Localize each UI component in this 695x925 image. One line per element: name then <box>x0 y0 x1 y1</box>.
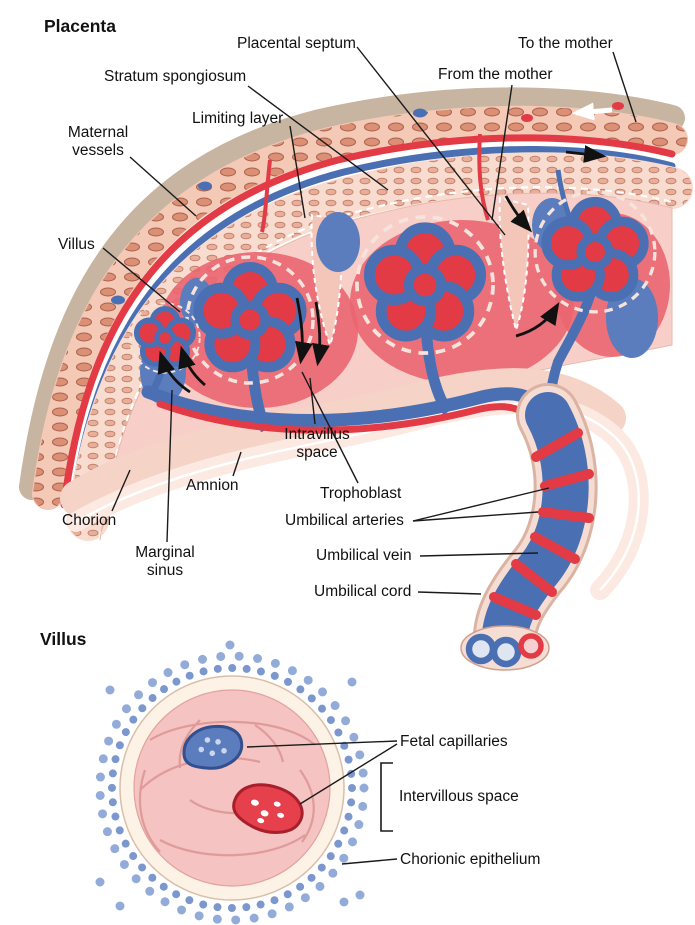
leader-umbilical-arteries-2 <box>412 487 550 522</box>
leader-fetal-capillaries-1 <box>246 740 398 748</box>
leader-from-the-mother <box>491 84 513 221</box>
label-trophoblast: Trophoblast <box>320 485 402 502</box>
leader-trophoblast <box>301 371 359 484</box>
limiting-layer-line <box>98 186 673 539</box>
fetal-capillary-artery <box>232 783 304 834</box>
leader-stratum-spongiosum <box>247 85 389 191</box>
label-intervillous-space: Intervillous space <box>399 788 519 805</box>
label-chorion: Chorion <box>62 512 117 529</box>
label-from-the-mother: From the mother <box>438 66 553 83</box>
label-fetal-capillaries: Fetal capillaries <box>400 733 508 750</box>
leader-lines <box>102 46 637 865</box>
villus-cross-section <box>95 640 369 925</box>
leader-villus <box>102 247 181 313</box>
villus-stroma <box>133 689 331 887</box>
label-villus: Villus <box>58 236 95 253</box>
chorionic-epithelium-dots-outer <box>95 651 369 925</box>
leader-maternal-vessels <box>129 156 197 217</box>
label-stratum-spongiosum: Stratum spongiosum <box>104 68 247 85</box>
leader-umbilical-vein <box>419 552 539 557</box>
label-umbilical-cord: Umbilical cord <box>314 583 412 600</box>
placenta-title: Placenta <box>44 16 116 36</box>
label-amnion: Amnion <box>186 477 239 494</box>
fetal-capillary-vein <box>182 724 244 770</box>
label-chorionic-epithelium: Chorionic epithelium <box>400 851 541 868</box>
label-maternal-vessels: Maternal vessels <box>67 124 129 160</box>
leader-fetal-capillaries-2 <box>299 743 398 805</box>
leader-chorionic-epithelium <box>341 858 398 865</box>
leader-marginal-sinus <box>166 389 173 543</box>
label-limiting-layer: Limiting layer <box>192 110 284 127</box>
intervillous-space-bracket <box>380 762 393 832</box>
label-umbilical-arteries: Umbilical arteries <box>285 512 404 529</box>
leader-placental-septum <box>356 46 506 236</box>
leader-umbilical-cord <box>417 591 482 595</box>
label-placental-septum: Placental septum <box>237 35 356 52</box>
leader-to-the-mother <box>612 51 637 123</box>
chorionic-epithelium-dots-inner <box>108 664 356 912</box>
flow-arrows <box>157 145 607 394</box>
label-umbilical-vein: Umbilical vein <box>316 547 412 564</box>
leader-chorion <box>111 469 131 512</box>
label-intravillus-space: Intravillus space <box>284 426 350 462</box>
villus-title: Villus <box>40 629 87 649</box>
leader-intravillus-space <box>309 377 316 425</box>
label-to-the-mother: To the mother <box>518 35 613 52</box>
stroma-texture <box>138 719 316 857</box>
umbilical-cord <box>460 383 598 671</box>
white-flow-arrow <box>571 102 613 121</box>
leader-limiting-layer <box>289 125 306 219</box>
stratum-spongiosum-band <box>67 152 693 541</box>
label-marginal-sinus: Marginal sinus <box>135 544 195 580</box>
leader-amnion <box>232 451 242 477</box>
leader-umbilical-arteries-1 <box>412 511 539 522</box>
